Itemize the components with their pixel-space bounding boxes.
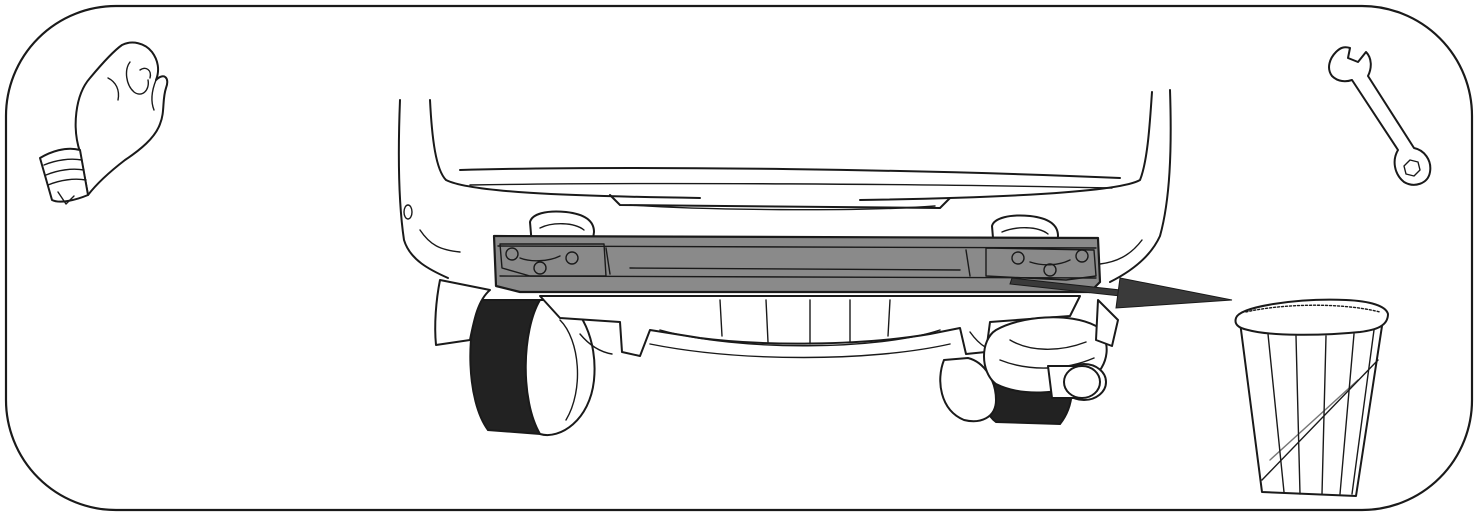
gloves-icon (39, 41, 169, 205)
left-wheel (469, 299, 596, 437)
wrench-icon (1328, 46, 1432, 186)
trash-bin-icon (1234, 298, 1389, 497)
bumper-reinforcement-bar (492, 234, 1102, 294)
removal-arrow (1009, 277, 1233, 309)
frame-border (4, 4, 1474, 512)
exhaust-muffler (983, 299, 1119, 401)
car-rear-outline (397, 89, 1172, 283)
underbody (434, 279, 1081, 359)
